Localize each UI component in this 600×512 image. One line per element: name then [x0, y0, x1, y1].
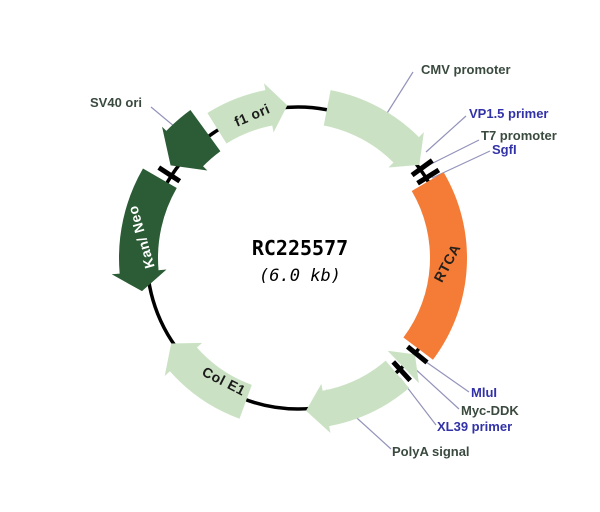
- label-myc-ddk: Myc-DDK: [461, 403, 519, 418]
- tick-mlui-site: [406, 344, 429, 365]
- label-xl39-primer: XL39 primer: [437, 419, 513, 434]
- label-sv40-ori: SV40 ori: [90, 95, 143, 110]
- leader-line-vp15-primer: [425, 115, 467, 153]
- feature-f1-ori: [207, 83, 288, 144]
- feature-rtca-gene: [403, 172, 468, 360]
- label-t7-promoter: T7 promoter: [481, 128, 557, 143]
- label-vp15-primer: VP1.5 primer: [469, 106, 549, 121]
- leader-line-mlui: [418, 356, 470, 393]
- plasmid-name: RC225577: [251, 236, 349, 260]
- feature-myc-ddk-tag: [387, 350, 419, 384]
- feature-kan-neo: [111, 168, 177, 292]
- plasmid-size: (6.0 kb): [259, 266, 341, 286]
- tick-sv40-junction: [157, 165, 182, 184]
- feature-sv40-ori: [162, 109, 221, 171]
- leader-line-myc-ddk: [411, 365, 460, 410]
- tick-sgfi-site: [416, 167, 441, 186]
- feature-col-e1: [164, 342, 252, 419]
- label-polya-signal: PolyA signal: [392, 444, 470, 459]
- label-cmv-promoter: CMV promoter: [421, 62, 511, 77]
- leader-line-cmv-promoter: [383, 71, 414, 119]
- label-sgfi: SgfI: [492, 142, 517, 157]
- label-mlui: MluI: [471, 385, 497, 400]
- tick-t7-promoter-site: [410, 158, 434, 178]
- tick-xl39-site: [391, 360, 412, 383]
- feature-cmv-promoter: [323, 90, 424, 168]
- feature-polya-signal: [306, 360, 410, 434]
